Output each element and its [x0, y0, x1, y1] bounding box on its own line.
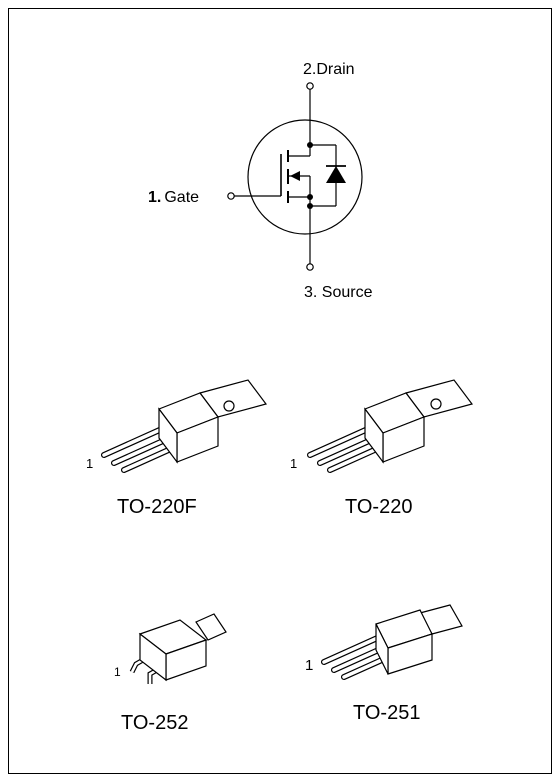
diode-icon: [326, 166, 346, 183]
page-frame: [8, 8, 552, 774]
to220f-caption: TO-220F: [117, 496, 197, 518]
gate-text: Gate: [164, 189, 199, 206]
gate-terminal: [227, 192, 235, 200]
package-circle: [247, 119, 363, 235]
junction-dot: [307, 194, 313, 200]
gate-label: 1.Gate: [148, 189, 199, 206]
to220f-pin1-label: 1: [86, 456, 93, 471]
to252-pin1-label: 1: [114, 665, 121, 679]
drain-terminal: [306, 82, 314, 90]
to251-caption: TO-251: [353, 702, 421, 724]
to252-caption: TO-252: [121, 712, 189, 734]
to220-pin1-label: 1: [290, 456, 297, 471]
junction-dot: [307, 203, 313, 209]
gate-number: 1.: [148, 189, 161, 206]
source-terminal: [306, 263, 314, 271]
mosfet-symbol: [227, 82, 363, 271]
to252-package-drawing: [129, 613, 227, 684]
arrow-icon: [290, 171, 300, 181]
to220-package-drawing: [307, 379, 474, 473]
drain-label: 2.Drain: [303, 61, 355, 78]
to220f-package-drawing: [101, 379, 268, 473]
junction-dot: [307, 142, 313, 148]
to220-caption: TO-220: [345, 496, 413, 518]
source-label: 3. Source: [304, 284, 373, 301]
to251-package-drawing: [321, 604, 463, 680]
to251-pin1-label: 1: [305, 657, 313, 674]
